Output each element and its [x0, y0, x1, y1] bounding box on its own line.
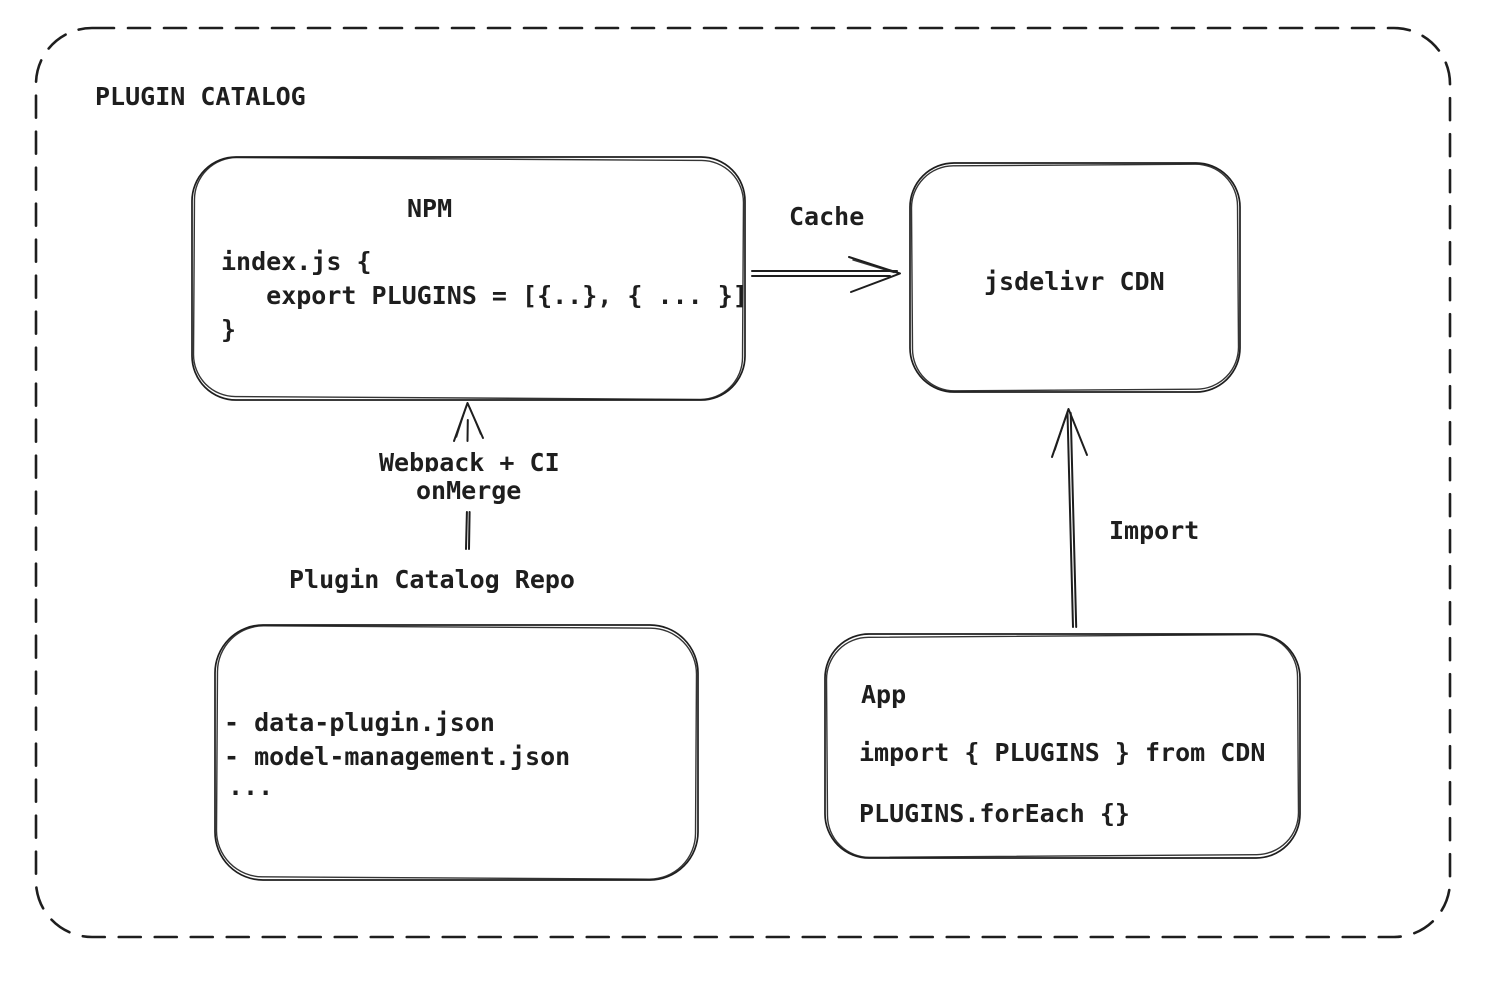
npm-code-line-3: }	[221, 315, 237, 344]
npm-box	[191, 156, 746, 401]
import-arrow	[1051, 408, 1088, 628]
app-box-title: App	[861, 680, 907, 709]
repo-box-label: Plugin Catalog Repo	[289, 565, 575, 594]
diagram-title: PLUGIN CATALOG	[95, 82, 306, 111]
cdn-box-title: jsdelivr CDN	[984, 267, 1165, 296]
build-arrow-label-line2: onMerge	[410, 472, 528, 510]
repo-box	[214, 624, 699, 881]
build-arrow	[453, 402, 484, 550]
npm-code-line-2: export PLUGINS = [{..}, { ... }]	[221, 281, 748, 310]
repo-file-2: - model-management.json	[224, 742, 571, 771]
npm-code-line-1: index.js {	[221, 247, 372, 276]
cache-arrow	[751, 256, 901, 293]
npm-box-title: NPM	[407, 194, 453, 223]
catalog-boundary-dashed-border	[34, 26, 1452, 939]
app-box	[824, 633, 1301, 859]
app-code-line-2: PLUGINS.forEach {}	[859, 799, 1130, 828]
app-code-line-1: import { PLUGINS } from CDN	[859, 738, 1266, 767]
cdn-box	[909, 162, 1241, 393]
cache-arrow-label: Cache	[789, 202, 865, 231]
import-arrow-label: Import	[1109, 516, 1200, 545]
repo-file-1: - data-plugin.json	[224, 708, 495, 737]
repo-file-ellipsis: ...	[228, 772, 274, 801]
